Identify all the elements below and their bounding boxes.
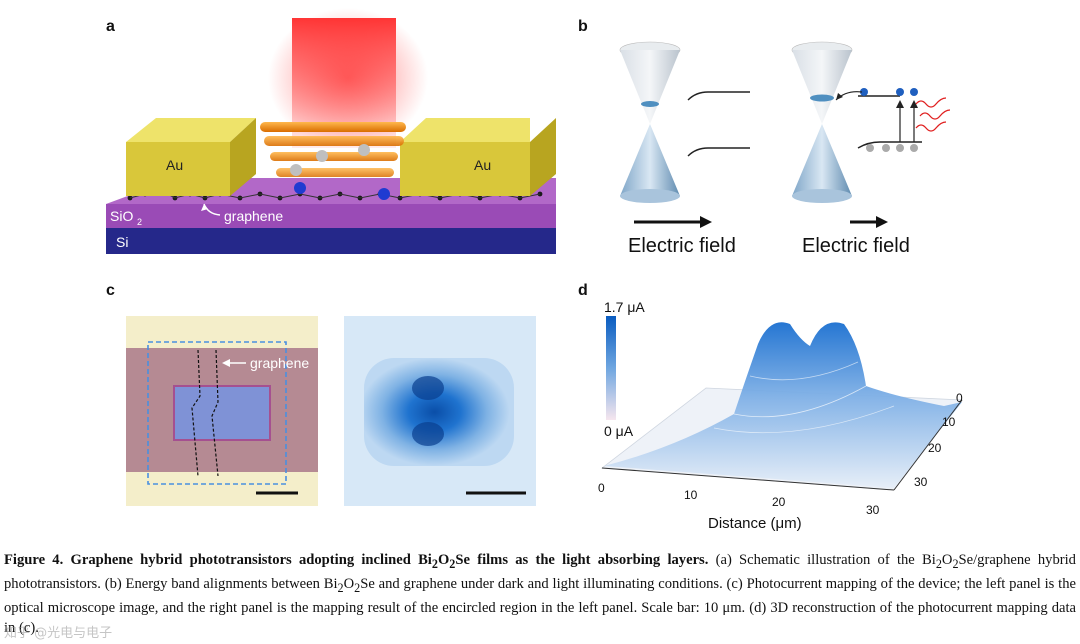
panel-letter-c: c bbox=[106, 282, 115, 299]
au-right-top bbox=[400, 118, 530, 142]
panel-letter-b: b bbox=[578, 18, 588, 35]
panel-b-band-diagram: Electric field Electric field bbox=[619, 41, 951, 257]
x-tick-30: 30 bbox=[866, 503, 880, 517]
y-tick-0: 0 bbox=[956, 391, 963, 405]
au-left-side bbox=[230, 118, 256, 196]
label-electric-field-left: Electric field bbox=[628, 235, 736, 257]
caption-bold-mid: O bbox=[437, 552, 450, 568]
y-tick-20: 20 bbox=[928, 441, 942, 455]
panel-c-microscope-images: graphene bbox=[126, 316, 536, 506]
caption-text: O bbox=[941, 552, 953, 568]
label-au-left: Au bbox=[166, 157, 183, 173]
y-tick-10: 10 bbox=[942, 415, 956, 429]
label-sio2: SiO bbox=[110, 208, 133, 224]
x-axis-title: Distance (μm) bbox=[708, 515, 802, 532]
bi2o2se-rods bbox=[260, 122, 406, 177]
y-tick-30: 30 bbox=[914, 475, 928, 489]
au-left-top bbox=[126, 118, 256, 142]
caption-sub: 2 bbox=[449, 556, 456, 571]
caption-sub: 2 bbox=[935, 556, 942, 571]
panel-letter-a: a bbox=[106, 18, 115, 35]
electron-1 bbox=[294, 182, 306, 194]
encircled-region-box bbox=[147, 341, 287, 485]
sio2-front bbox=[106, 204, 556, 228]
panel-a-device-schematic: Au Au SiO 2 graphene Si bbox=[106, 8, 556, 254]
caption-bold-lead: Figure 4. Graphene hybrid phototransisto… bbox=[4, 552, 432, 568]
colorbar-max-label: 1.7 μA bbox=[604, 299, 645, 315]
caption-sub: 2 bbox=[354, 580, 361, 595]
label-electric-field-right: Electric field bbox=[802, 235, 910, 257]
caption-sub: 2 bbox=[431, 556, 438, 571]
caption-sub: 2 bbox=[337, 580, 344, 595]
watermark: 知乎 @光电与电子 bbox=[4, 626, 113, 641]
dirac-cone-left bbox=[619, 41, 681, 203]
photocurrent-map bbox=[344, 316, 536, 506]
caption-bold-end: Se films as the light absorbing layers. bbox=[455, 552, 709, 568]
photocurrent-surface bbox=[604, 322, 962, 488]
label-sio2-sub: 2 bbox=[137, 217, 142, 227]
au-right-side bbox=[530, 118, 556, 196]
colorbar-min-label: 0 μA bbox=[604, 423, 634, 439]
caption-text: (a) Schematic illustration of the Bi bbox=[708, 552, 936, 568]
caption-sub: 2 bbox=[952, 556, 959, 571]
figure-caption: Figure 4. Graphene hybrid phototransisto… bbox=[4, 550, 1076, 638]
optical-image: graphene bbox=[126, 316, 318, 506]
x-tick-10: 10 bbox=[684, 488, 698, 502]
si-layer bbox=[106, 228, 556, 254]
label-au-right: Au bbox=[474, 157, 491, 173]
caption-text: Se/graphene hybrid phototransistors. (b)… bbox=[4, 552, 1076, 592]
colorbar bbox=[606, 316, 616, 420]
label-si: Si bbox=[116, 234, 128, 250]
x-tick-0: 0 bbox=[598, 481, 605, 495]
x-tick-20: 20 bbox=[772, 495, 786, 509]
electron-2 bbox=[378, 188, 390, 200]
label-graphene-a: graphene bbox=[224, 208, 283, 224]
caption-text: O bbox=[343, 575, 355, 592]
au-left-front bbox=[126, 142, 230, 196]
dirac-cone-right bbox=[791, 41, 853, 203]
label-graphene-c: graphene bbox=[250, 355, 309, 371]
panel-letter-d: d bbox=[578, 282, 588, 299]
caption-text: Se and graphene under dark and light ill… bbox=[4, 575, 1076, 636]
au-right-front bbox=[400, 142, 530, 196]
panel-d-3d-surface: 1.7 μA 0 μA 0 10 20 30 Distance (μm) 0 1… bbox=[598, 299, 963, 532]
